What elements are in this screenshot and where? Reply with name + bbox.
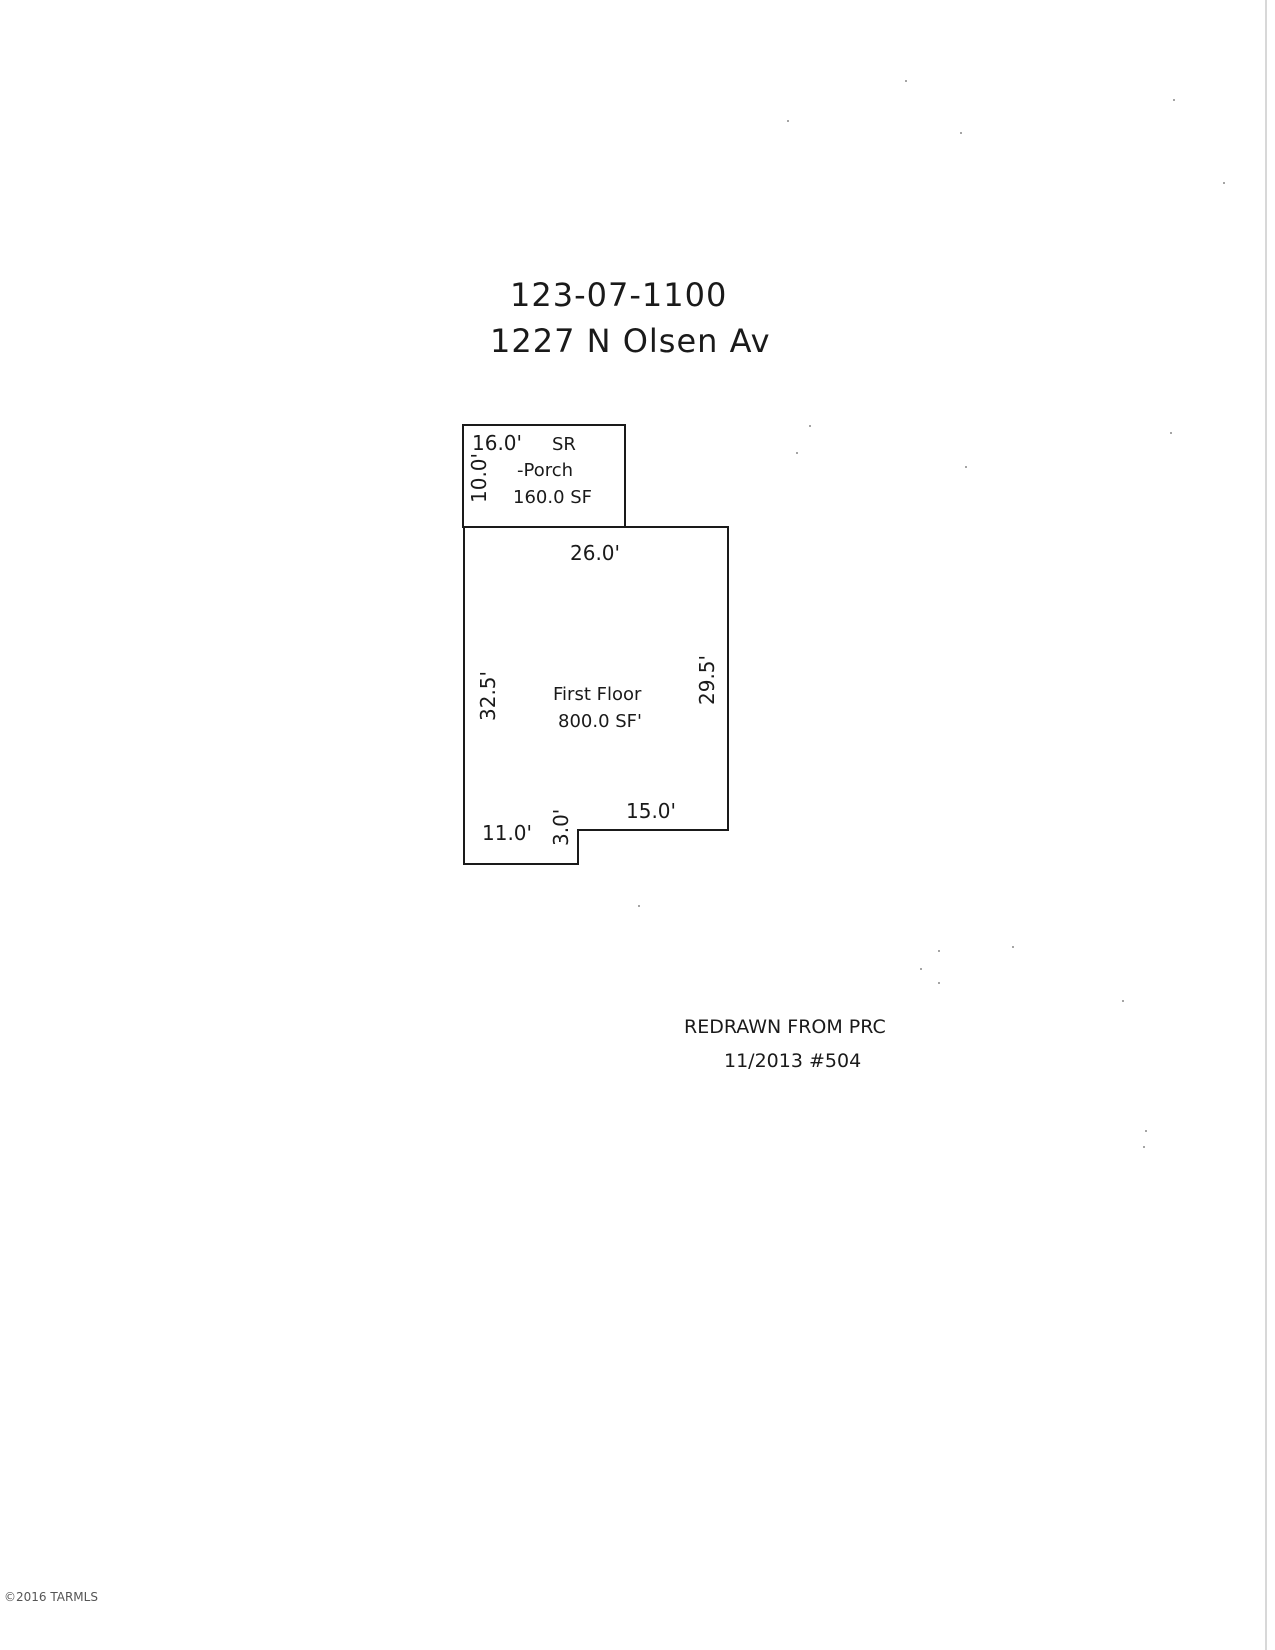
redrawn-note: REDRAWN FROM PRC [684, 1016, 886, 1038]
scan-speck [960, 132, 962, 134]
porch-code-label: SR [552, 434, 576, 455]
scan-speck [809, 425, 811, 427]
scan-speck [905, 80, 907, 82]
porch-depth-label: 10.0' [467, 452, 491, 503]
floor-bottom-right-dimension: 15.0' [626, 799, 677, 823]
scan-speck [938, 982, 940, 984]
floor-right-dimension: 29.5' [695, 654, 719, 705]
scan-speck [1145, 1130, 1147, 1132]
floor-notch-dimension: 3.0' [549, 808, 573, 846]
scan-speck [1012, 946, 1014, 948]
property-address: 1227 N Olsen Av [490, 322, 771, 360]
scan-speck [1173, 99, 1175, 101]
porch-name-label: -Porch [517, 460, 574, 481]
date-reference-note: 11/2013 #504 [724, 1050, 862, 1072]
floor-area-label: 800.0 SF' [558, 711, 642, 732]
scan-speck [787, 120, 789, 122]
first-floor-outline [463, 526, 729, 865]
floor-top-dimension: 26.0' [570, 541, 621, 565]
porch-width-label: 16.0' [472, 431, 523, 455]
scan-speck [965, 466, 967, 468]
scan-speck [1170, 432, 1172, 434]
scan-speck [920, 968, 922, 970]
scan-speck [1122, 1000, 1124, 1002]
porch-area-label: 160.0 SF [513, 487, 593, 508]
scan-speck [938, 950, 940, 952]
floor-name-label: First Floor [553, 684, 642, 705]
floor-left-dimension: 32.5' [476, 670, 500, 721]
page-edge [1265, 0, 1267, 1650]
copyright-notice: ©2016 TARMLS [4, 1590, 98, 1604]
scan-speck [796, 452, 798, 454]
floor-bottom-left-dimension: 11.0' [482, 821, 533, 845]
scan-speck [638, 905, 640, 907]
scan-speck [1143, 1146, 1145, 1148]
scan-speck [1223, 182, 1225, 184]
parcel-number: 123-07-1100 [510, 276, 728, 314]
